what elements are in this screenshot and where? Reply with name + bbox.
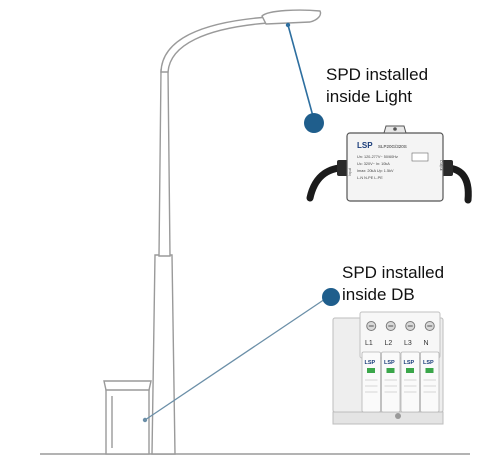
terminal-label: L2: [385, 340, 393, 347]
spd-light-output-label: Output: [439, 160, 443, 171]
spd-cartridge: [400, 351, 420, 413]
caption-spd-db: SPD installed inside DB: [342, 262, 444, 306]
spd-light-status-window: [411, 152, 429, 162]
spd-cartridge: [420, 351, 440, 413]
spd-light-brand: LSP: [357, 141, 373, 150]
lamp-head: [261, 9, 322, 25]
terminal-label: L3: [404, 340, 412, 347]
spd-light-spec-3: L-N N-PE L-PE: [357, 176, 383, 180]
spd-light-spec-2: Imax: 20kA Up: 1.5kV: [357, 169, 394, 173]
spd-light-model: SLP20G/320S: [378, 144, 407, 149]
status-window: [386, 368, 395, 373]
db-connector-line: [144, 294, 332, 421]
spd-light-input-label: Input: [348, 168, 352, 176]
lamp-anchor-dot: [285, 22, 291, 28]
status-window: [367, 368, 375, 373]
light-marker-dot: [304, 113, 324, 133]
cartridge-brand: LSP: [365, 360, 376, 366]
caption-spd-light-line2: inside Light: [326, 87, 413, 106]
caption-spd-light-line1: SPD installed: [326, 65, 429, 84]
caption-spd-light: SPD installed inside Light: [326, 64, 428, 108]
terminal-label: L1: [365, 340, 373, 347]
caption-spd-db-line2: inside DB: [342, 285, 415, 304]
db-marker-dot: [322, 288, 340, 306]
terminal-label: N: [424, 340, 429, 347]
spd-light-spec-1: Uc: 320V~ In: 10kA: [357, 162, 390, 166]
cartridge-brand: LSP: [404, 360, 415, 366]
spd-light-spec-0: Un: 120-277V~ 50/60Hz: [357, 155, 398, 159]
light-connector-line: [287, 24, 315, 121]
db-anchor-dot: [142, 417, 148, 423]
status-window: [406, 368, 414, 373]
status-window: [425, 368, 434, 373]
distribution-board-cabinet: [103, 380, 152, 455]
cartridge-brand: LSP: [384, 360, 395, 366]
street-light-pole: [151, 16, 269, 455]
caption-spd-db-line1: SPD installed: [342, 263, 445, 282]
spd-cartridge: [361, 351, 381, 413]
spd-cartridge: [381, 351, 401, 413]
cartridge-brand: LSP: [423, 360, 434, 366]
spd-light-device: LSP SLP20G/320S Un: 120-277V~ 50/60Hz Uc…: [306, 125, 472, 204]
